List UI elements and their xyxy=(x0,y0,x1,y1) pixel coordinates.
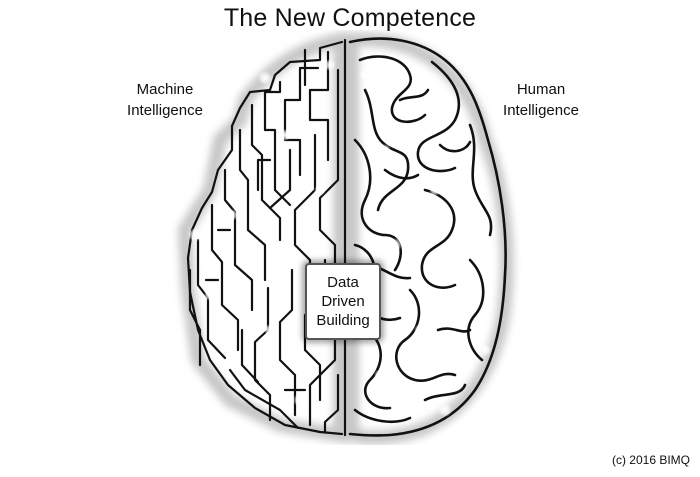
machine-intelligence-line2: Intelligence xyxy=(127,102,203,119)
center-box-line1: Data xyxy=(327,274,359,291)
center-box-line2: Driven xyxy=(321,293,365,310)
human-hemisphere xyxy=(348,37,507,437)
data-driven-building-box: Data Driven Building xyxy=(305,263,381,340)
machine-intelligence-label: Machine Intelligence xyxy=(100,79,230,121)
brain-svg xyxy=(177,31,514,445)
diagram-title: The New Competence xyxy=(223,4,477,32)
human-intelligence-label: Human Intelligence xyxy=(476,79,606,121)
sparkle-points xyxy=(188,59,491,417)
human-intelligence-line1: Human xyxy=(516,81,566,98)
machine-intelligence-line1: Machine xyxy=(136,81,194,98)
brain-illustration xyxy=(170,30,530,445)
center-box-line3: Building xyxy=(316,312,370,329)
copyright-notice: (c) 2016 BIMQ xyxy=(611,453,690,467)
human-intelligence-line2: Intelligence xyxy=(503,102,579,119)
